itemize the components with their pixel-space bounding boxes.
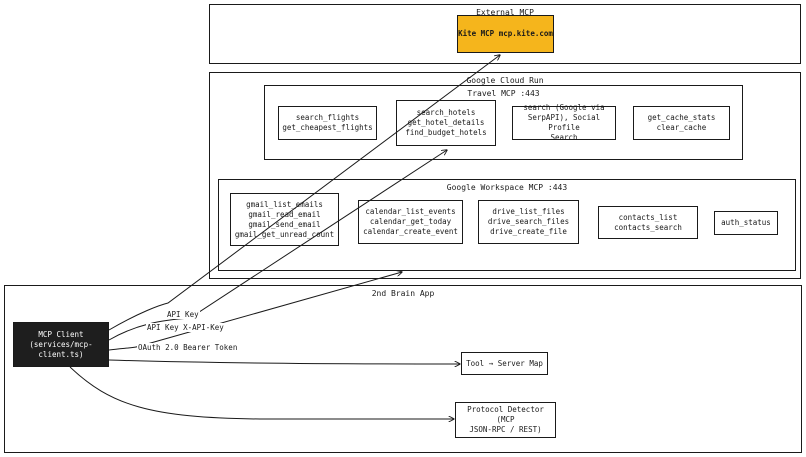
- drive-tools-node: drive_list_files drive_search_files driv…: [478, 200, 579, 244]
- search-tool-2: SerpAPI), Social Profile: [527, 113, 601, 132]
- mcp-client-label-2: (services/mcp-client.ts): [29, 339, 93, 359]
- mcp-client-node: MCP Client (services/mcp-client.ts): [13, 322, 109, 367]
- protocol-detector-label-2: JSON-RPC / REST): [469, 425, 542, 434]
- edge-label-api-key-x: API Key X-API-Key: [146, 323, 225, 332]
- external-mcp-frame: External MCP: [209, 4, 801, 64]
- auth-tools-node: auth_status: [714, 211, 778, 235]
- hotels-tool-3: find_budget_hotels: [405, 128, 487, 137]
- auth-tool-1: auth_status: [721, 218, 771, 227]
- tool-server-map-label: Tool → Server Map: [466, 358, 543, 368]
- workspace-mcp-title: Google Workspace MCP :443: [446, 183, 568, 192]
- cache-tool-1: get_cache_stats: [647, 113, 716, 122]
- contacts-tool-2: contacts_search: [614, 222, 682, 232]
- edge-client-to-toolmap: [108, 359, 460, 364]
- workspace-mcp-frame: Google Workspace MCP :443: [218, 179, 796, 271]
- contacts-tool-1: contacts_list: [618, 212, 678, 222]
- drive-tool-3: drive_create_file: [490, 227, 567, 236]
- gmail-tool-3: gmail_send_email: [248, 219, 321, 229]
- flights-tools-node: search_flights get_cheapest_flights: [278, 106, 377, 140]
- gmail-tool-1: gmail_list_emails: [246, 199, 323, 209]
- edge-client-to-detector: [69, 366, 454, 419]
- mcp-client-label-1: MCP Client: [38, 329, 84, 339]
- protocol-detector-label-1: Protocol Detector (MCP: [467, 405, 544, 424]
- hotels-tool-1: search_hotels: [416, 108, 476, 117]
- edge-label-oauth: OAuth 2.0 Bearer Token: [137, 343, 239, 352]
- flights-tool-2: get_cheapest_flights: [282, 123, 373, 132]
- brain-app-frame: 2nd Brain App: [4, 285, 802, 453]
- hotels-tools-node: search_hotels get_hotel_details find_bud…: [396, 100, 496, 146]
- calendar-tools-node: calendar_list_events calendar_get_today …: [358, 200, 463, 244]
- gmail-tool-4: gmail_get_unread_count: [234, 229, 335, 239]
- drive-tool-1: drive_list_files: [492, 207, 565, 216]
- flights-tool-1: search_flights: [295, 113, 360, 122]
- kite-mcp-label: Kite MCP mcp.kite.com: [458, 29, 553, 38]
- search-tools-node: search (Google via SerpAPI), Social Prof…: [512, 103, 616, 142]
- tool-server-map-node: Tool → Server Map: [461, 352, 548, 375]
- drive-tool-2: drive_search_files: [487, 217, 570, 226]
- edge-api-key-x-to-travel: [108, 150, 447, 341]
- edge-api-key-to-kite: [108, 55, 500, 331]
- google-cloud-run-frame: Google Cloud Run: [209, 72, 801, 279]
- kite-mcp-node: Kite MCP mcp.kite.com: [457, 15, 554, 53]
- cache-tool-2: clear_cache: [656, 123, 707, 132]
- calendar-tool-2: calendar_get_today: [369, 217, 452, 226]
- calendar-tool-1: calendar_list_events: [365, 207, 456, 216]
- protocol-detector-node: Protocol Detector (MCP JSON-RPC / REST): [455, 402, 556, 438]
- brain-app-title: 2nd Brain App: [371, 289, 435, 298]
- search-tool-3: Search: [550, 133, 578, 142]
- edge-label-api-key: API Key: [166, 310, 200, 319]
- search-tool-1: search (Google via: [523, 103, 605, 112]
- hotels-tool-2: get_hotel_details: [407, 118, 485, 127]
- google-cloud-run-title: Google Cloud Run: [466, 76, 544, 85]
- edge-oauth-to-workspace: [108, 272, 402, 351]
- travel-mcp-frame: Travel MCP :443: [264, 85, 743, 160]
- calendar-tool-3: calendar_create_event: [363, 227, 458, 236]
- contacts-tools-node: contacts_list contacts_search: [598, 206, 698, 239]
- external-mcp-title: External MCP: [476, 8, 534, 17]
- gmail-tools-node: gmail_list_emails gmail_read_email gmail…: [230, 193, 339, 246]
- cache-tools-node: get_cache_stats clear_cache: [633, 106, 730, 140]
- travel-mcp-title: Travel MCP :443: [467, 89, 540, 98]
- gmail-tool-2: gmail_read_email: [248, 209, 321, 219]
